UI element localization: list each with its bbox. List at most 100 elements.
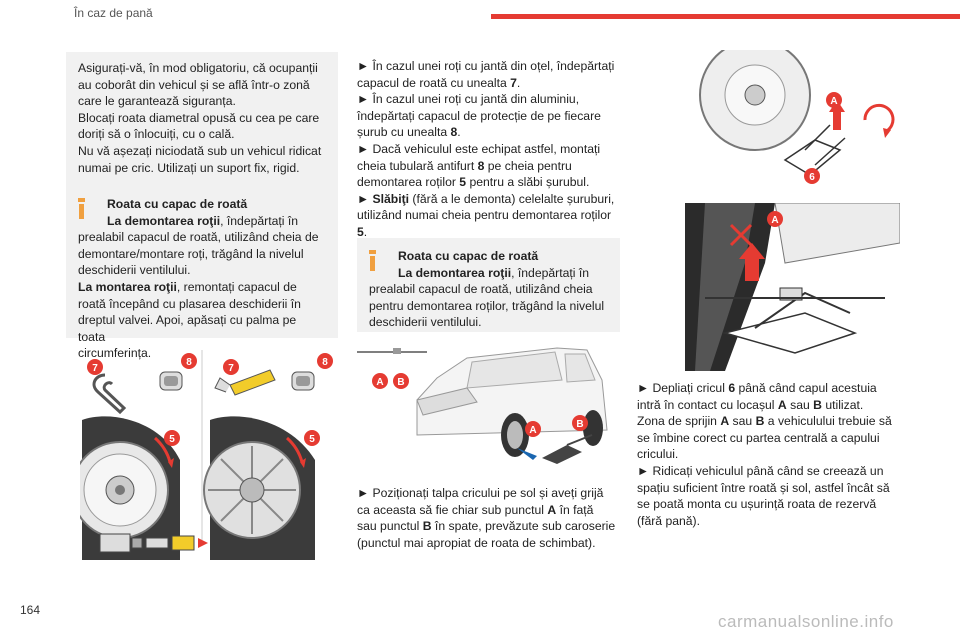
- step-line-10: utilizând numai cheia pentru demontarea …: [357, 208, 612, 223]
- badge-A-closeup: A: [767, 211, 783, 227]
- info-line-3: pentru demontarea roților, trăgând la ni…: [369, 298, 605, 313]
- lift-line-2m: sau: [786, 397, 814, 412]
- placement-line-1: ► Poziționați talpa cricului pe sol și a…: [357, 486, 604, 500]
- badge-A-inset: A: [372, 373, 388, 389]
- info-line-4: deschiderii ventilului.: [78, 263, 191, 278]
- info-line-5: , remontați capacul de: [176, 279, 297, 294]
- wheel-tools-illustration: [80, 350, 315, 560]
- info-line-6: roată începând cu plasarea deschiderii î…: [78, 296, 301, 311]
- step-line-8b: pentru a slăbi șurubul.: [466, 175, 590, 190]
- lift-line-9: (fără pană).: [637, 513, 701, 528]
- step-line-6: ► Dacă vehiculul este echipat astfel, mo…: [357, 141, 601, 156]
- placement-line-3b: în spate, prevăzute sub caroserie: [431, 519, 616, 534]
- lift-line-3m: sau: [729, 414, 756, 429]
- step-line-3: ► În cazul unei roți cu jantă din alumin…: [357, 92, 580, 107]
- info-line-7: dreptul valvei. Apoi, apăsați cu palma p…: [78, 313, 297, 344]
- svg-text:B: B: [576, 419, 583, 430]
- lift-line-3b: a vehiculului trebuie să: [764, 414, 892, 429]
- svg-text:7: 7: [228, 363, 234, 374]
- badge-A-top: A: [826, 92, 842, 108]
- lift-line-1b: până când capul acestuia: [735, 381, 877, 395]
- step-line-7b: pe cheia pentru: [484, 158, 572, 173]
- badge-B-inset: B: [393, 373, 409, 389]
- svg-text:5: 5: [169, 434, 175, 445]
- info-removal-label: La demontarea roţii: [107, 213, 221, 228]
- info-line-1: , îndepărtați în: [511, 265, 590, 280]
- point-label: A: [777, 397, 787, 412]
- info-refit-label: La montarea roţii: [78, 279, 177, 294]
- jack-contact-closeup-illustration: [685, 203, 900, 371]
- info-title: Roata cu capac de roată: [107, 197, 248, 211]
- badge-5-left: 5: [164, 430, 180, 446]
- wheel-cover-info-box-1: Roata cu capac de roată La demontarea ro…: [66, 186, 338, 360]
- lift-line-8: se poată monta cu ușurință roata de reze…: [637, 497, 877, 512]
- lift-line-5: cricului.: [637, 447, 679, 462]
- svg-text:7: 7: [92, 363, 98, 374]
- placement-line-4: (punctul mai apropiat de roata de schimb…: [357, 535, 596, 550]
- page-number: 164: [20, 603, 41, 617]
- warning-line-4: Blocați roata diametral opusă cu cea pe …: [78, 110, 320, 125]
- placement-line-3: sau punctul: [357, 519, 423, 534]
- info-line-3: demontare/montare roți, trăgând la nivel…: [78, 246, 304, 261]
- placement-line-2b: în față: [556, 502, 594, 517]
- watermark: carmanualsonline.info: [718, 612, 894, 631]
- info-line-2: prealabil capacul de roată, utilizând ch…: [78, 230, 319, 245]
- warning-line-5: doriți să o înlocuiți, cu o cală.: [78, 127, 235, 142]
- step-line-2: capacul de roată cu unealta: [357, 75, 511, 90]
- step-line-1: ► În cazul unei roți cu jantă din oțel, …: [357, 59, 615, 73]
- warning-line-1: Asigurați-vă, în mod obligatoriu, că ocu…: [78, 61, 318, 75]
- removal-instructions: ► În cazul unei roți cu jantă din oțel, …: [357, 58, 622, 241]
- info-removal-label: La demontarea roţii: [398, 265, 512, 280]
- safety-warning-box: Asigurați-vă, în mod obligatoriu, că ocu…: [66, 52, 338, 187]
- lift-line-6: ► Ridicați vehiculul până când se creeaz…: [637, 463, 884, 478]
- badge-A-car: A: [525, 421, 541, 437]
- info-icon: [369, 250, 376, 271]
- lift-line-2b: utilizat.: [821, 397, 864, 412]
- step-line-5: șurub cu unealta: [357, 125, 451, 140]
- warning-line-7: numai pe cric. Utilizați un suport fix, …: [78, 160, 300, 175]
- lift-line-3a: Zona de sprijin: [637, 414, 721, 429]
- jack-points-car-illustration: [357, 340, 608, 464]
- point-label: B: [422, 519, 432, 534]
- jack-placement-text: ► Poziționați talpa cricului pe sol și a…: [357, 485, 622, 551]
- point-label: A: [547, 502, 557, 517]
- lift-line-2a: intră în contact cu locașul: [637, 397, 778, 412]
- lift-line-7: spațiu suficient între roată și sol, ast…: [637, 480, 890, 495]
- header-accent-bar: [491, 14, 960, 19]
- warning-line-6: Nu vă așezați niciodată sub un vehicul r…: [78, 143, 322, 158]
- svg-text:A: A: [529, 425, 536, 436]
- info-icon: [78, 198, 85, 219]
- warning-line-3: care le garantează siguranța.: [78, 94, 236, 109]
- wheel-jack-top-illustration: [655, 50, 900, 176]
- step-line-4: îndepărtați capacul de protecție de pe f…: [357, 108, 601, 123]
- warning-line-2: au coborât din vehicul și se află într-o…: [78, 77, 310, 92]
- point-label: B: [755, 414, 765, 429]
- loosen-label: Slăbiţi: [372, 191, 410, 206]
- lift-line-4: se îmbine corect cu partea centrală a ca…: [637, 430, 880, 445]
- tool-number: 8: [450, 125, 458, 140]
- svg-text:8: 8: [186, 357, 192, 368]
- badge-8-right: 8: [317, 353, 333, 369]
- info-line-2: prealabil capacul de roată, utilizând ch…: [369, 282, 593, 297]
- svg-text:5: 5: [309, 434, 315, 445]
- tool-number: 8: [477, 158, 485, 173]
- point-label: A: [720, 414, 730, 429]
- tool-number: 5: [357, 224, 364, 239]
- badge-B-car: B: [572, 415, 588, 431]
- page-header-title: În caz de pană: [74, 6, 153, 20]
- lift-line-1a: ► Depliați cricul: [637, 381, 729, 395]
- svg-text:A: A: [830, 96, 837, 107]
- badge-7-right: 7: [223, 359, 239, 375]
- svg-text:B: B: [397, 377, 404, 388]
- step-line-9c: (fără a le demonta) celelalte șuruburi,: [409, 191, 615, 206]
- badge-6: 6: [804, 168, 820, 184]
- step-line-8a: demontarea roților: [357, 175, 460, 190]
- badge-7-left: 7: [87, 359, 103, 375]
- point-label: B: [813, 397, 822, 412]
- placement-line-2: ca aceasta să fie chiar sub punctul: [357, 502, 548, 517]
- svg-text:A: A: [376, 377, 383, 388]
- badge-5-right: 5: [304, 430, 320, 446]
- svg-text:A: A: [771, 215, 778, 226]
- info-line-8: circumferința.: [78, 346, 152, 361]
- lifting-instructions: ► Depliați cricul 6 până când capul aces…: [637, 380, 907, 529]
